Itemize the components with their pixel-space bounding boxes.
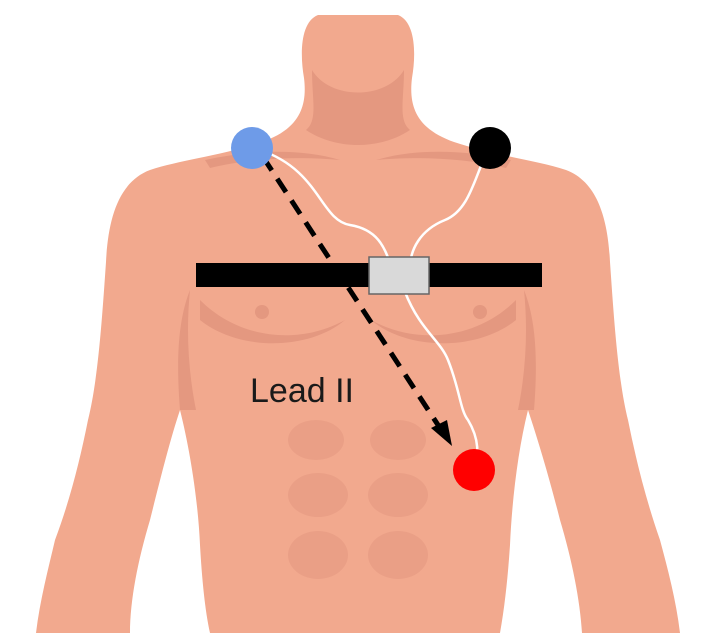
electrode-left-arm [469,127,511,169]
electrode-right-arm [231,127,273,169]
right-nipple [473,305,487,319]
electrode-left-leg [453,449,495,491]
torso [36,15,680,633]
monitor-device [369,257,429,294]
left-nipple [255,305,269,319]
lead-ii-label: Lead II [250,372,354,410]
